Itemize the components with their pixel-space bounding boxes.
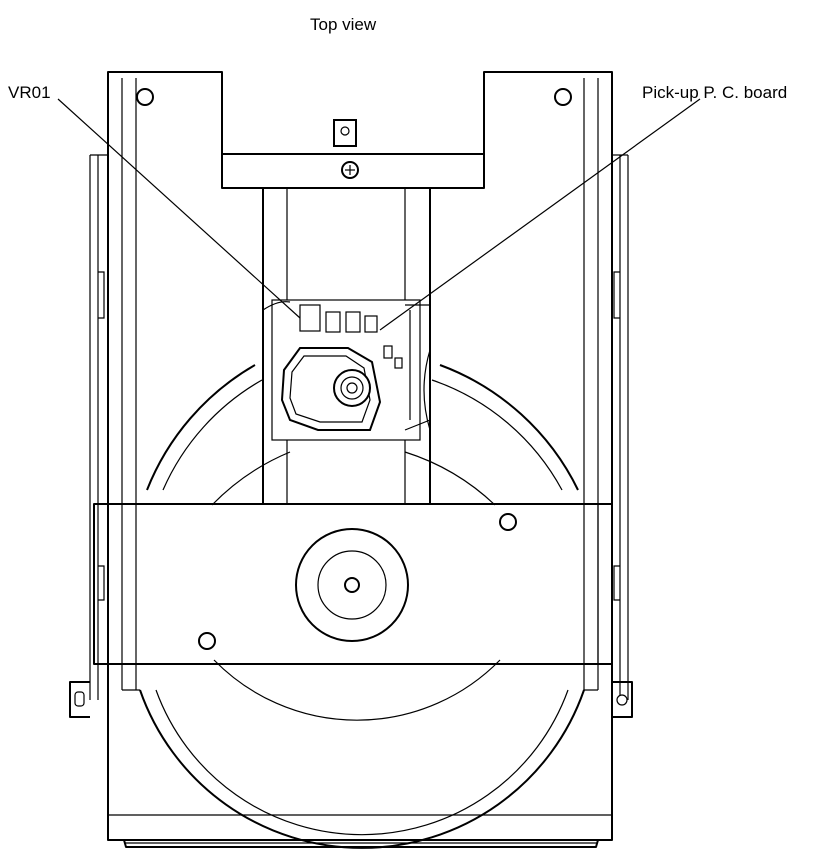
mount-hole-top-right [554,88,572,106]
spindle-center [344,577,360,593]
disc-tray [122,364,598,849]
label-pickup-pc-board: Pick-up P. C. board [642,83,788,102]
diagram-title: Top view [310,15,377,34]
mount-hole-top-left [136,88,154,106]
clamp-plate [93,503,613,665]
optical-pickup [262,299,431,441]
top-bracket [221,119,485,189]
leader-line-pickup-board [379,98,701,331]
plate-hole-right [499,513,517,531]
label-vr01: VR01 [8,83,51,102]
plate-hole-left [198,632,216,650]
leader-line-vr01 [57,98,301,319]
side-tabs [69,681,633,718]
